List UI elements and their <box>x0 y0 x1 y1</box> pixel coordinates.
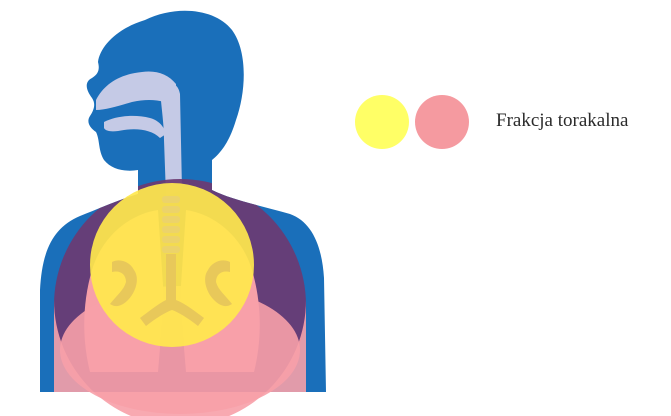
legend-pink-swatch <box>415 95 469 149</box>
legend-label: Frakcja torakalna <box>496 110 628 132</box>
legend-yellow-swatch <box>355 95 409 149</box>
